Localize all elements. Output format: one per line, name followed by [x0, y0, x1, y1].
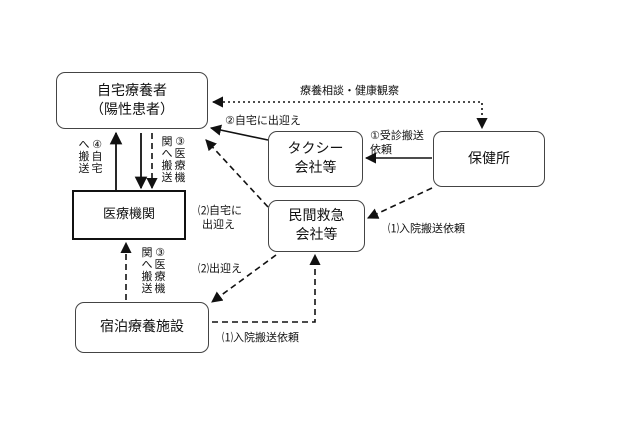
vertical-char: 療	[154, 270, 166, 283]
vertical-char: 宅	[91, 162, 103, 175]
vertical-char: ④	[92, 138, 102, 151]
taxi-subtitle: 会社等	[294, 160, 337, 176]
to-hospital-col2: 関へ搬送	[161, 136, 173, 184]
pickup-facility-label: ⑵出迎え	[198, 262, 242, 275]
private-ambulance-subtitle: 会社等	[295, 227, 338, 243]
vertical-char: 送	[161, 171, 173, 184]
consultation-dotted-arrow	[211, 96, 488, 130]
vertical-char: ③	[175, 135, 185, 148]
vertical-char: 関	[141, 246, 153, 259]
vertical-char: 機	[174, 171, 186, 184]
taxi-node: タクシー 会社等	[268, 131, 363, 187]
pickup-home-ambulance-line2: 出迎え	[202, 217, 235, 231]
lodging-facility-node: 宿泊療養施設	[75, 302, 209, 353]
health-center-label: 保健所	[468, 150, 510, 167]
ambulance-home-pickup-arrow	[205, 139, 269, 208]
pickup-home-ambulance-label: ⑵自宅に 出迎え	[198, 204, 242, 232]
vertical-char: 送	[141, 282, 153, 295]
vertical-char: 搬	[161, 159, 173, 172]
vertical-char: 療	[174, 159, 186, 172]
admission-request-arrow-center	[366, 187, 433, 219]
to-home-col2: へ搬送	[78, 139, 90, 175]
hospital-label: 医療機関	[102, 207, 155, 223]
admission-request-center-label: ⑴入院搬送依頼	[388, 222, 465, 235]
private-ambulance-title: 民間救急	[288, 208, 345, 225]
exam-transport-line2: 依頼	[370, 142, 392, 156]
health-center-node: 保健所	[433, 131, 545, 187]
taxi-title: タクシー	[287, 141, 344, 158]
consultation-label: 療養相談・健康観察	[300, 84, 399, 97]
admission-request-arrow-facility	[212, 253, 321, 323]
vertical-char: 自	[91, 150, 103, 163]
admission-request-facility-label: ⑴入院搬送依頼	[222, 331, 299, 344]
vertical-char: へ	[161, 147, 173, 160]
home-patient-subtitle: （陽性患者）	[90, 101, 174, 118]
vertical-char: へ	[78, 138, 90, 151]
facility-to-hospital-col2: 関へ搬送	[141, 247, 153, 295]
vertical-char: 搬	[141, 270, 153, 283]
vertical-char: 機	[154, 282, 166, 295]
taxi-pickup-arrow	[209, 124, 269, 141]
vertical-char: へ	[141, 258, 153, 271]
vertical-char: 医	[174, 147, 186, 160]
pickup-home-taxi-label: ②自宅に出迎え	[225, 114, 301, 127]
pickup-home-ambulance-line1: ⑵自宅に	[198, 204, 242, 217]
exam-transport-label: ①受診搬送 依頼	[370, 129, 424, 157]
lodging-facility-label: 宿泊療養施設	[100, 319, 184, 336]
private-ambulance-node: 民間救急 会社等	[268, 200, 365, 252]
vertical-char: ③	[155, 246, 165, 259]
vertical-char: 送	[78, 162, 90, 175]
home-patient-node: 自宅療養者 （陽性患者）	[56, 72, 208, 129]
home-patient-title: 自宅療養者	[97, 82, 167, 99]
vertical-char: 医	[154, 258, 166, 271]
exam-transport-line1: ①受診搬送	[370, 129, 424, 142]
vertical-char: 搬	[78, 150, 90, 163]
hospital-node: 医療機関	[72, 190, 186, 240]
vertical-char: 関	[161, 135, 173, 148]
facility-pickup-arrow	[211, 254, 277, 303]
